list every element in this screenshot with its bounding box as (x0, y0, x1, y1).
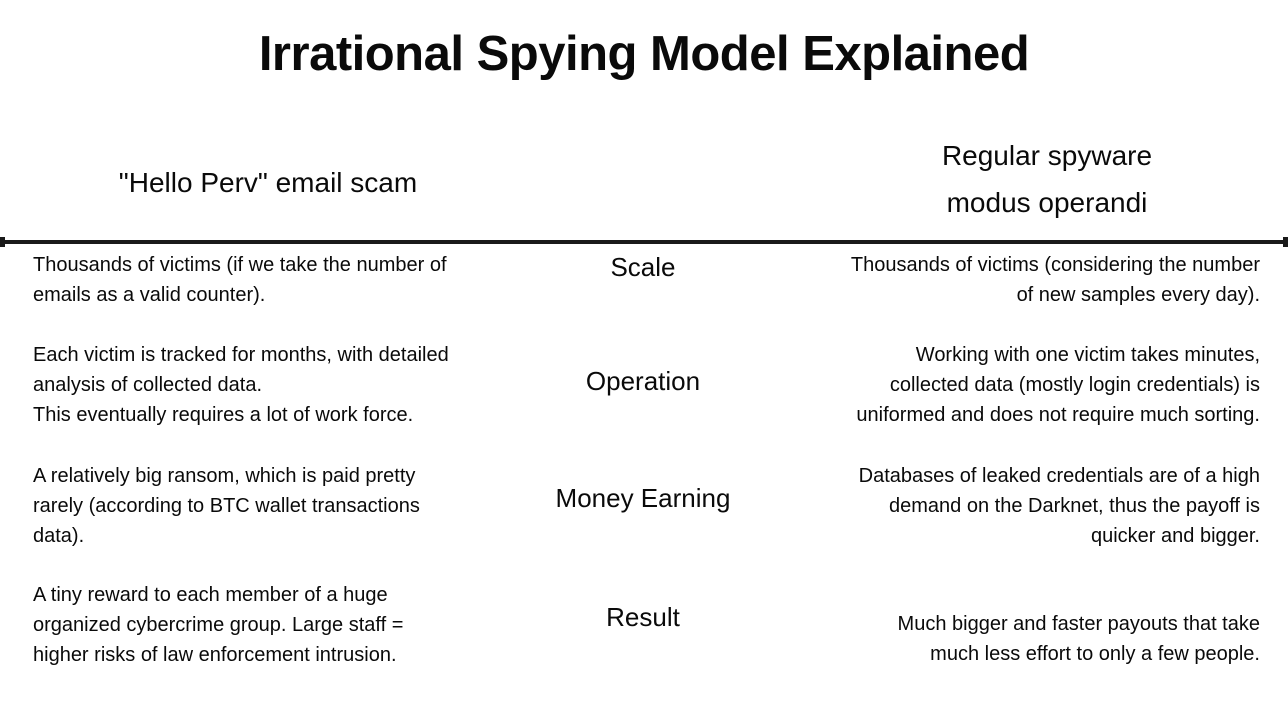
cell-money-earning-left: A relatively big ransom, which is paid p… (33, 465, 420, 547)
header-divider (0, 237, 1288, 247)
table-row-money-earning: A relatively big ransom, which is paid p… (0, 461, 1288, 551)
table-row-operation: Each victim is tracked for months, with … (0, 340, 1288, 430)
cell-operation-left: Each victim is tracked for months, with … (33, 344, 449, 426)
row-label-result: Result (606, 602, 680, 632)
column-header-right: Regular spyware modus operandi (941, 140, 1153, 218)
cell-result-left: A tiny reward to each member of a huge o… (33, 584, 404, 666)
page-title: Irrational Spying Model Explained (258, 27, 1030, 81)
row-label-operation: Operation (585, 366, 701, 396)
cell-money-earning-right: Databases of leaked credentials are of a… (858, 465, 1260, 547)
column-header-left: "Hello Perv" email scam (118, 167, 418, 198)
cell-scale-left: Thousands of victims (if we take the num… (33, 254, 447, 306)
cell-operation-right: Working with one victim takes minutes, c… (856, 344, 1260, 426)
table-row-scale: Thousands of victims (if we take the num… (0, 250, 1288, 310)
table-row-result: A tiny reward to each member of a huge o… (0, 580, 1288, 670)
cell-result-right: Much bigger and faster payouts that take… (897, 613, 1260, 665)
row-label-money-earning: Money Earning (555, 483, 731, 513)
cell-scale-right: Thousands of victims (considering the nu… (850, 254, 1260, 306)
row-label-scale: Scale (610, 252, 676, 282)
